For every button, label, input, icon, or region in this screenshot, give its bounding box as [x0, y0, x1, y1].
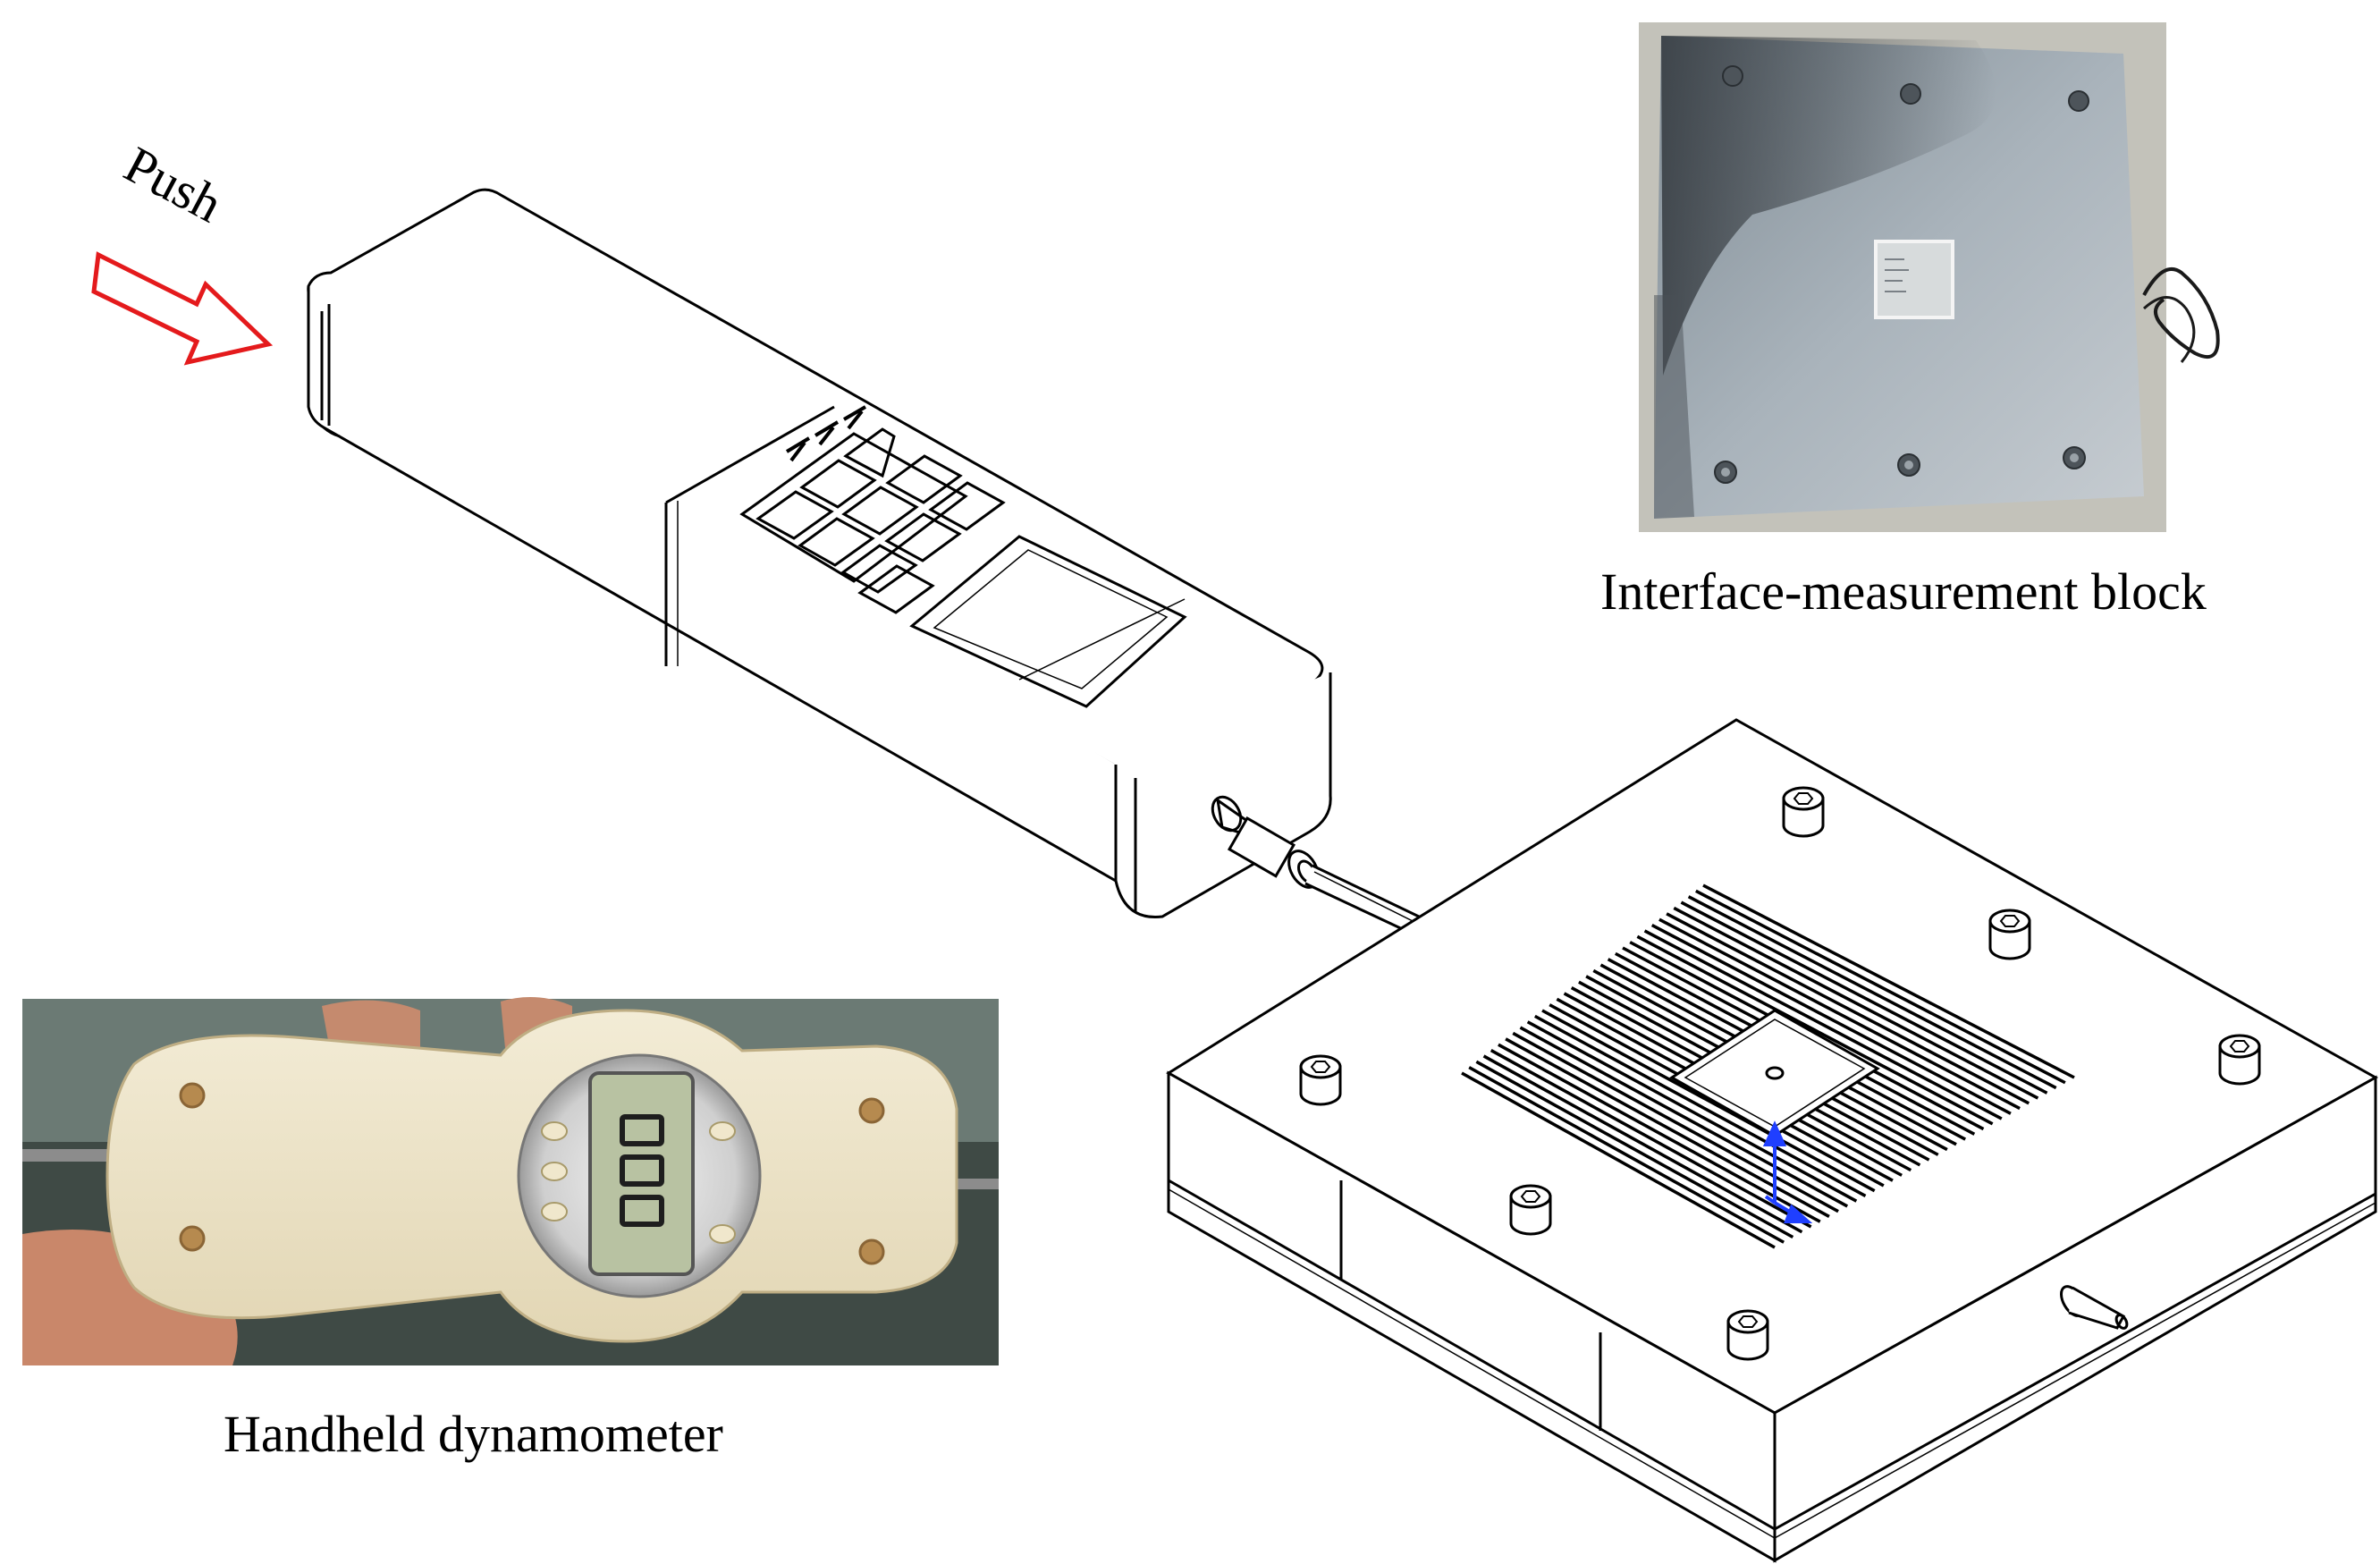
dyn-right-face — [1114, 672, 1332, 918]
photo-sensor-label — [1874, 240, 1954, 319]
bolt-icon — [1726, 1309, 1769, 1361]
groove-line — [1490, 1049, 1812, 1229]
groove-line — [1519, 1026, 1849, 1208]
measurement-block-drawing — [1166, 718, 2379, 1563]
groove-line — [1526, 1020, 1858, 1203]
dyn-band-top-edge — [665, 405, 835, 504]
groove-line — [1512, 1031, 1839, 1213]
groove-line — [1482, 1054, 1803, 1234]
block-sensor-square — [1669, 1009, 1880, 1137]
groove-line — [1650, 923, 2012, 1115]
bolt-icon — [1509, 1184, 1552, 1236]
groove-line — [1680, 900, 2048, 1095]
dyn-display-window-inner — [933, 549, 1169, 689]
groove-line — [1643, 929, 2003, 1120]
groove-line — [1533, 1014, 1867, 1197]
dyn-display-window — [909, 535, 1187, 708]
groove-line — [1658, 917, 2021, 1111]
key-4 — [798, 517, 875, 567]
groove-line — [1673, 906, 2039, 1100]
key-10 — [857, 564, 935, 614]
photo-cable — [2142, 266, 2220, 359]
photo-bolts — [1714, 65, 2089, 484]
key-9 — [928, 481, 1006, 531]
bolt-icon — [2218, 1034, 2261, 1086]
groove-line — [1687, 895, 2057, 1090]
groove-line — [1475, 1060, 1794, 1239]
block-bolts — [1299, 786, 2261, 1361]
block-sensor-square-inner — [1684, 1019, 1866, 1128]
groove-line — [1666, 912, 2030, 1105]
keypad — [739, 427, 1006, 614]
key-2 — [799, 459, 877, 509]
dyn-display-sep — [1018, 598, 1186, 681]
block-side-pin — [2060, 1285, 2129, 1330]
push-arrow-icon — [91, 251, 274, 366]
dyn-front-bottom-edge — [323, 426, 341, 438]
key-7 — [840, 544, 918, 594]
key-6 — [885, 454, 963, 504]
groove-line — [1541, 1009, 1876, 1193]
block-layer-line-right-2 — [1774, 1202, 2376, 1539]
bolt-icon — [1299, 1054, 1342, 1106]
groove-line — [1498, 1043, 1821, 1223]
block-layer-line-left — [1168, 1179, 1776, 1531]
groove-line — [1636, 934, 1994, 1126]
coordinate-axes-icon — [1762, 1120, 1813, 1223]
photo-lcd — [588, 1071, 695, 1276]
groove-line — [1695, 889, 2066, 1085]
interface-block-photo — [1639, 22, 2220, 532]
dyn-printed-mark — [785, 405, 867, 462]
dyn-cable-highlight — [1313, 871, 1431, 931]
key-8 — [884, 512, 962, 562]
keypad-outline — [739, 432, 968, 583]
bolt-icon — [1782, 786, 1825, 838]
groove-line — [1702, 883, 2075, 1079]
groove-line — [1461, 1071, 1776, 1249]
block-layer-line-right — [1774, 1192, 2376, 1531]
interface-block-caption: Interface-measurement block — [1600, 562, 2207, 621]
block-layer-line-left-2 — [1168, 1188, 1776, 1539]
dyn-left-face — [307, 286, 1118, 883]
dynamometer-caption: Handheld dynamometer — [224, 1405, 723, 1463]
key-1 — [755, 490, 834, 540]
block-sensor-hole — [1765, 1066, 1785, 1080]
key-3 — [843, 427, 896, 478]
bolt-icon — [1988, 909, 2031, 960]
groove-line — [1468, 1066, 1785, 1244]
dynamometer-photo — [22, 997, 999, 1365]
key-5 — [841, 486, 919, 536]
photo-lcd-digits — [620, 1114, 664, 1227]
dynamometer-drawing — [307, 188, 1440, 941]
